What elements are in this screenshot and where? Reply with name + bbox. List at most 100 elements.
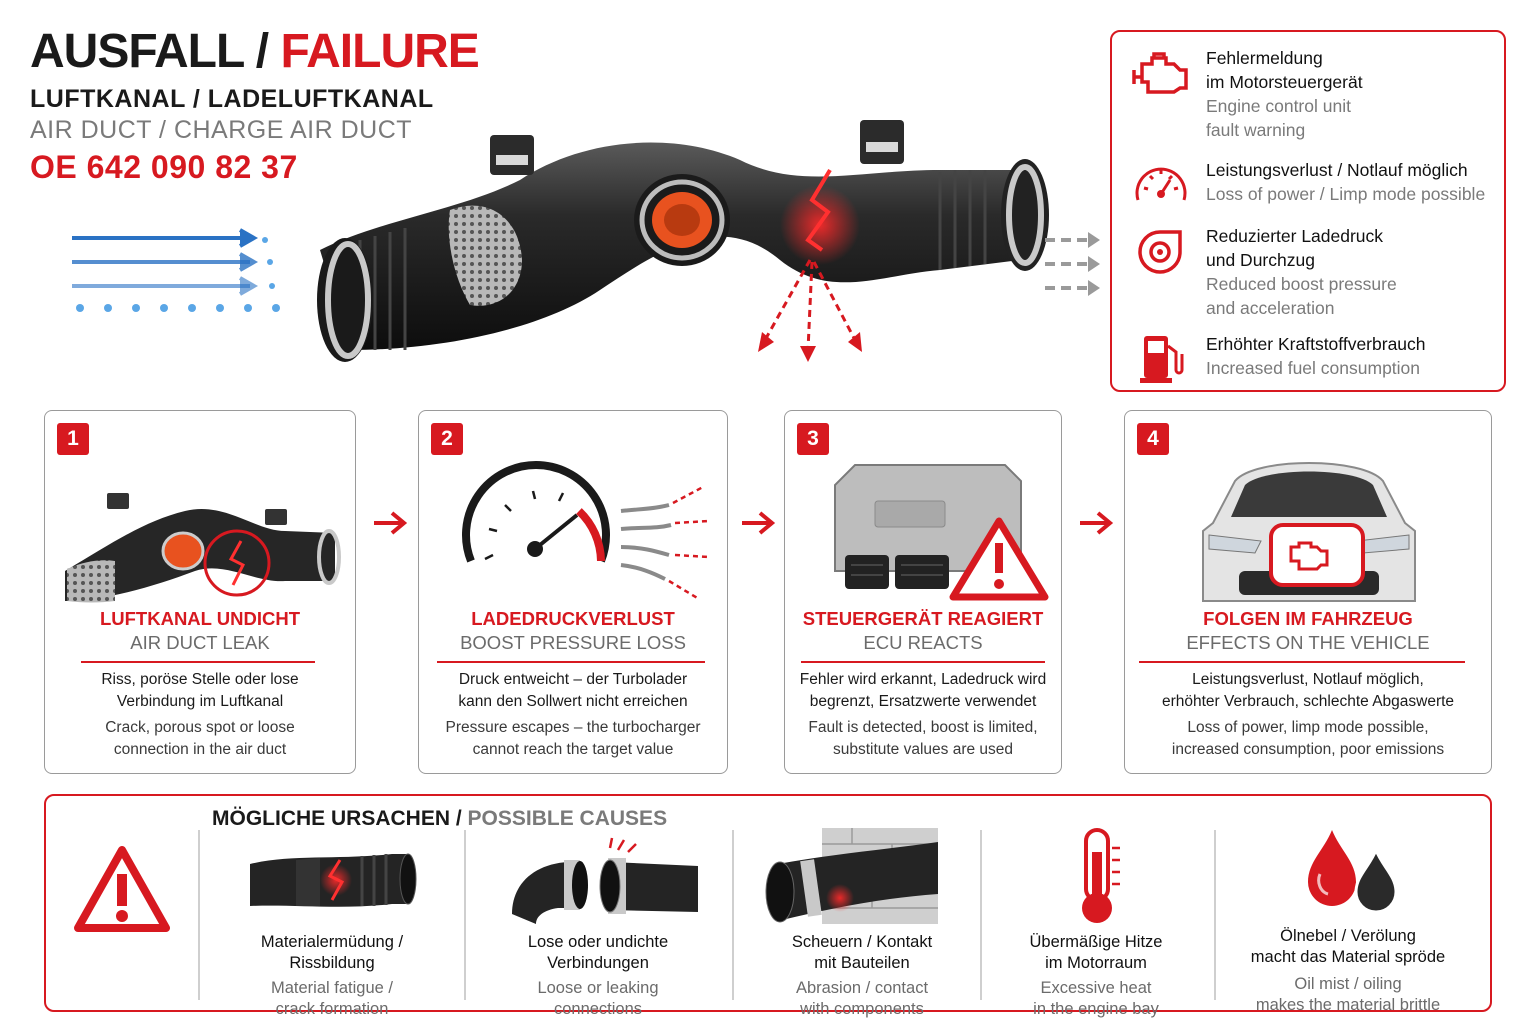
- desc-line: Fehler wird erkannt, Ladedruck wird: [799, 671, 1047, 688]
- desc-line: Crack, porous spot or loose: [105, 719, 295, 736]
- desc-line: Loss of power, limp mode possible,: [1187, 719, 1429, 736]
- desc-line: Verbindungen: [547, 954, 649, 972]
- step-desc-en: Pressure escapes – the turbocharger canno…: [419, 717, 727, 761]
- desc-line: crack formation: [275, 1000, 389, 1018]
- desc-line: begrenzt, Ersatzwerte verwendet: [809, 693, 1037, 710]
- symptom-boost-reduced: Reduzierter Ladedruck und Durchzug Reduc…: [1130, 224, 1500, 320]
- fuel-pump-icon: [1140, 336, 1184, 383]
- step-card-2: 2 LADEDRUCKVERLUST BOOST PRESSURE LOSS D…: [418, 410, 728, 774]
- desc-line: Loose or leaking: [537, 979, 659, 997]
- symptom-en-line: fault warning: [1206, 120, 1306, 140]
- arrow-right-icon: [1080, 511, 1114, 535]
- desc-line: substitute values are used: [832, 741, 1014, 758]
- boost-gauge-image: [462, 461, 710, 601]
- desc-line: connection in the air duct: [113, 741, 287, 758]
- step-title: LADEDRUCKVERLUST: [471, 608, 675, 629]
- desc-line: erhöhter Verbrauch, schlechte Abgaswerte: [1161, 693, 1455, 710]
- step-desc-de: Leistungsverlust, Notlauf möglich,erhöht…: [1125, 669, 1491, 713]
- separator: [464, 830, 466, 1000]
- cracked-hose-icon: [250, 853, 417, 907]
- arrow-right-icon: [742, 511, 776, 535]
- desc-line: connections: [553, 1000, 643, 1018]
- desc-line: Übermäßige Hitze: [1029, 933, 1163, 951]
- desc-line: Ölnebel / Verölung: [1280, 927, 1416, 945]
- step-number: 4: [1137, 423, 1169, 455]
- car-image: [1202, 462, 1416, 602]
- separator: [1214, 830, 1216, 1000]
- cause-desc-en: Loose or leaking connections: [478, 978, 718, 1020]
- desc-line: makes the material brittle: [1255, 996, 1441, 1014]
- separator: [732, 830, 734, 1000]
- thermometer-icon: [1082, 828, 1120, 923]
- desc-line: Riss, poröse Stelle oder lose: [101, 671, 299, 688]
- ecu-image: [834, 464, 1049, 601]
- step-number: 2: [431, 423, 463, 455]
- desc-line: macht das Material spröde: [1250, 948, 1446, 966]
- symptom-de-line: im Motorsteuergerät: [1206, 72, 1363, 92]
- symptom-power-loss: Leistungsverlust / Notlauf möglich Loss …: [1130, 158, 1500, 212]
- desc-line: cannot reach the target value: [472, 741, 674, 758]
- symptom-en-line: Engine control unit: [1206, 96, 1351, 116]
- symptom-de-line: Fehlermeldung: [1206, 48, 1323, 68]
- step-desc-de: Fehler wird erkannt, Ladedruck wird begre…: [785, 669, 1061, 713]
- symptoms-panel: Fehlermeldung im Motorsteuergerät Engine…: [1110, 30, 1506, 392]
- abrasion-icon: [765, 828, 938, 924]
- step-title: FOLGEN IM FAHRZEUG: [1203, 608, 1413, 629]
- step-subtitle: AIR DUCT LEAK: [130, 632, 270, 653]
- symptom-engine-warning: Fehlermeldung im Motorsteuergerät Engine…: [1130, 46, 1500, 142]
- engine-warning-icon: [1132, 52, 1188, 94]
- divider: [437, 661, 705, 663]
- step-card-4: 4 FOLGEN IM FAHRZEUG EFFECTS ON THE VEHI…: [1124, 410, 1492, 774]
- separator: [198, 830, 200, 1000]
- desc-line: Pressure escapes – the turbocharger: [445, 719, 701, 736]
- symptom-fuel-consumption: Erhöhter Kraftstoffverbrauch Increased f…: [1130, 332, 1500, 386]
- crack-mark: [805, 168, 832, 252]
- step-subtitle: EFFECTS ON THE VEHICLE: [1186, 632, 1430, 653]
- causes-title: MÖGLICHE URSACHEN / POSSIBLE CAUSES: [212, 804, 667, 834]
- desc-line: with components: [800, 1000, 924, 1018]
- leak-arrows: [763, 259, 857, 351]
- desc-line: Lose oder undichte: [527, 933, 669, 951]
- step-desc-en: Crack, porous spot or loose connection in…: [45, 717, 355, 761]
- cause-material-fatigue: Materialermüdung / Rissbildung Material f…: [212, 816, 452, 1018]
- step-desc-en: Loss of power, limp mode possible,increa…: [1125, 717, 1491, 761]
- desc-line: Fault is detected, boost is limited,: [808, 719, 1038, 736]
- desc-line: Rissbildung: [289, 954, 375, 972]
- cause-desc-de: Materialermüdung / Rissbildung: [212, 932, 452, 974]
- symptom-en-line: and acceleration: [1206, 298, 1335, 318]
- step-number: 1: [57, 423, 89, 455]
- symptom-de-line: und Durchzug: [1206, 250, 1315, 270]
- possible-causes-panel: MÖGLICHE URSACHEN / POSSIBLE CAUSES Mate…: [44, 794, 1492, 1018]
- subtitle-de: LUFTKANAL / LADELUFTKANAL: [30, 85, 434, 113]
- desc-line: Verbindung im Luftkanal: [116, 693, 284, 710]
- desc-line: kann den Sollwert nicht erreichen: [458, 693, 688, 710]
- cause-oil-mist: Ölnebel / Verölung macht das Material spr…: [1228, 816, 1468, 1014]
- arrow-right-icon: [374, 511, 408, 535]
- step-card-3: 3 STEUERGERÄT REAGIERT ECU REACTS Fehler…: [784, 410, 1062, 774]
- desc-line: Druck entweicht – der Turbolader: [458, 671, 688, 688]
- separator: [980, 830, 982, 1000]
- step-desc-de: Druck entweicht – der Turbolader kann den…: [419, 669, 727, 713]
- subtitle-en: AIR DUCT / CHARGE AIR DUCT: [30, 116, 413, 144]
- air-flow-arrows: [72, 228, 259, 296]
- divider: [81, 661, 315, 663]
- desc-line: im Motorraum: [1045, 954, 1147, 972]
- desc-line: in the engine bay: [1033, 1000, 1159, 1018]
- causes-title-en: POSSIBLE CAUSES: [467, 807, 668, 830]
- desc-line: Abrasion / contact: [795, 979, 929, 997]
- desc-line: Scheuern / Kontakt: [791, 933, 933, 951]
- causes-title-sep: /: [450, 807, 468, 830]
- step-number: 3: [797, 423, 829, 455]
- cause-desc-de: Übermäßige Hitze im Motorraum: [976, 932, 1216, 974]
- cause-desc-en: Material fatigue /crack formation: [212, 978, 452, 1020]
- desc-line: Materialermüdung /: [260, 933, 404, 951]
- cause-desc-de: Ölnebel / Verölung macht das Material spr…: [1228, 926, 1468, 968]
- causes-title-de: MÖGLICHE URSACHEN: [212, 807, 451, 830]
